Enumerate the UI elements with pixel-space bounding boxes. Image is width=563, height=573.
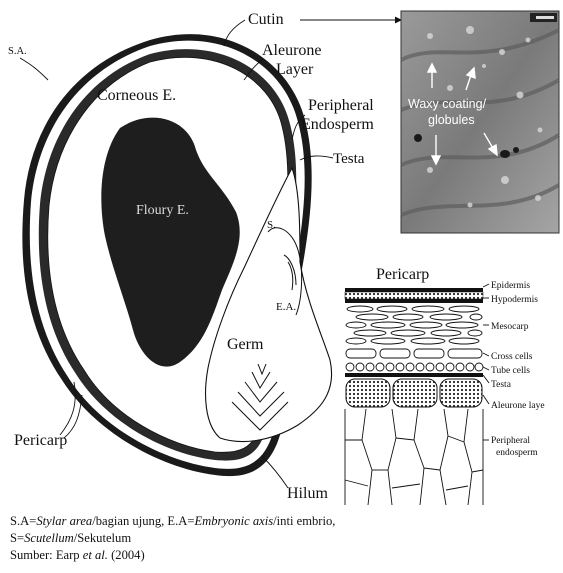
label-peripheral-line2: Endosperm [301,116,374,133]
label-testa: Testa [333,151,365,167]
label-pericarp: Pericarp [14,432,67,449]
micrograph-label-line2: globules [428,113,475,127]
layer-label-hypodermis: Hypodermis [491,295,538,305]
label-cutin: Cutin [248,11,284,28]
layer-label-endosperm: endosperm [496,448,538,458]
label-scutellum: S. [267,219,276,231]
layer-label-aleurone: Aleurone laye [491,401,545,411]
caption-line-3: Sumber: Earp et al. (2004) [10,547,555,564]
tube-cells [346,363,483,371]
aleurone-cells [346,379,482,407]
layer-label-testa: Testa [491,380,512,390]
caption-line-1: S.A=Stylar area/bagian ujung, E.A=Embryo… [10,513,555,530]
label-floury-endosperm: Floury E. [136,203,189,218]
layer-label-peripheral: Peripheral [491,436,530,446]
caption-line-2: S=Scutellum/Sekutelum [10,530,555,547]
pericarp-detail: Pericarp [345,266,545,505]
layer-label-epidermis: Epidermis [491,281,530,291]
label-germ: Germ [227,336,264,353]
label-aleurone-line1: Aleurone [262,42,322,59]
label-aleurone-line2: Layer [276,61,314,78]
pericarp-detail-title: Pericarp [376,266,429,283]
label-stylar-area: S.A. [8,46,27,57]
label-corneous-endosperm: Corneous E. [97,87,176,104]
micrograph-label-line1: Waxy coating/ [408,97,487,111]
peripheral-endosperm-cells [345,409,483,505]
label-hilum: Hilum [287,485,328,502]
seed-cross-section [22,34,331,476]
label-peripheral-line1: Peripheral [308,97,374,114]
label-embryonic-axis: E.A. [276,301,296,313]
layer-label-mesocarp: Mesocarp [491,322,529,332]
mesocarp-cells [346,306,482,344]
layer-label-cross-cells: Cross cells [491,352,533,362]
layer-label-tube-cells: Tube cells [491,366,530,376]
kernel-diagram-figure: Cutin S.A. Aleurone Layer Corneous E. Pe… [0,0,563,510]
sem-micrograph: Waxy coating/ globules [401,11,559,233]
cross-cells [346,349,482,358]
figure-caption: S.A=Stylar area/bagian ujung, E.A=Embryo… [10,513,555,564]
